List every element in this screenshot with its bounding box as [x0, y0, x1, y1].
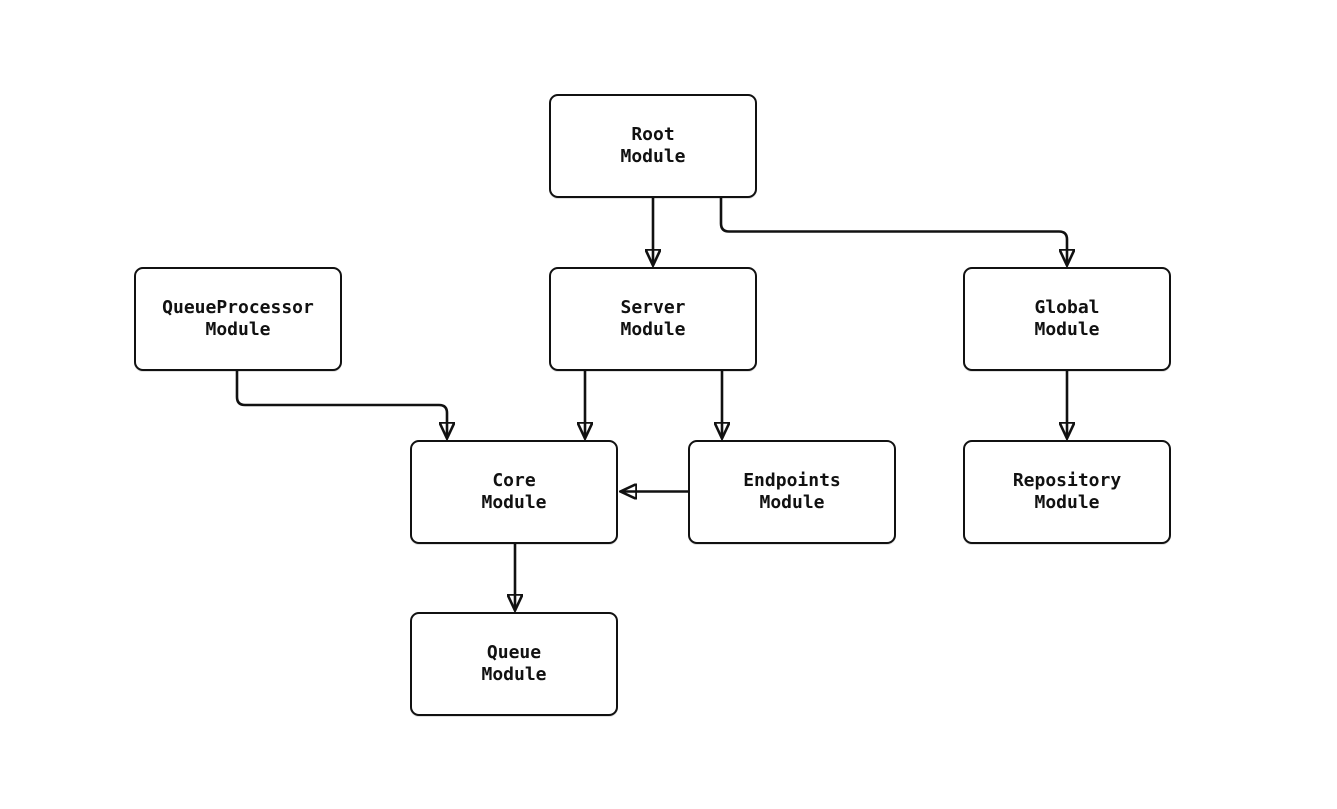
- node-core-label-line1: Core: [492, 470, 536, 491]
- node-queue-label-line2: Module: [481, 664, 547, 685]
- node-queueprocessor-label-line2: Module: [205, 319, 271, 340]
- node-global-label-line1: Global: [1034, 297, 1100, 318]
- node-server-label-line1: Server: [620, 297, 686, 318]
- node-repository-module: Repository Module: [963, 440, 1171, 544]
- node-root-label-line1: Root: [631, 124, 675, 145]
- node-repository-label-line2: Module: [1034, 492, 1100, 513]
- node-core-module: Core Module: [410, 440, 618, 544]
- node-endpoints-label-line2: Module: [759, 492, 825, 513]
- node-global-label-line2: Module: [1034, 319, 1100, 340]
- node-endpoints-module: Endpoints Module: [688, 440, 896, 544]
- node-repository-label-line1: Repository: [1012, 470, 1122, 491]
- edge-queueprocessor-to-core: [235, 371, 447, 438]
- node-root-label-line2: Module: [620, 146, 686, 167]
- node-queueprocessor-module: QueueProcessor Module: [134, 267, 342, 371]
- node-queueprocessor-label-line1: QueueProcessor: [162, 297, 314, 318]
- node-queue-label-line1: Queue: [486, 642, 542, 663]
- node-global-module: Global Module: [963, 267, 1171, 371]
- edge-root-to-global: [719, 198, 1067, 265]
- node-server-module: Server Module: [549, 267, 757, 371]
- node-queue-module: Queue Module: [410, 612, 618, 716]
- node-root-module: Root Module: [549, 94, 757, 198]
- node-endpoints-label-line1: Endpoints: [743, 470, 841, 491]
- node-core-label-line2: Module: [481, 492, 547, 513]
- node-server-label-line2: Module: [620, 319, 686, 340]
